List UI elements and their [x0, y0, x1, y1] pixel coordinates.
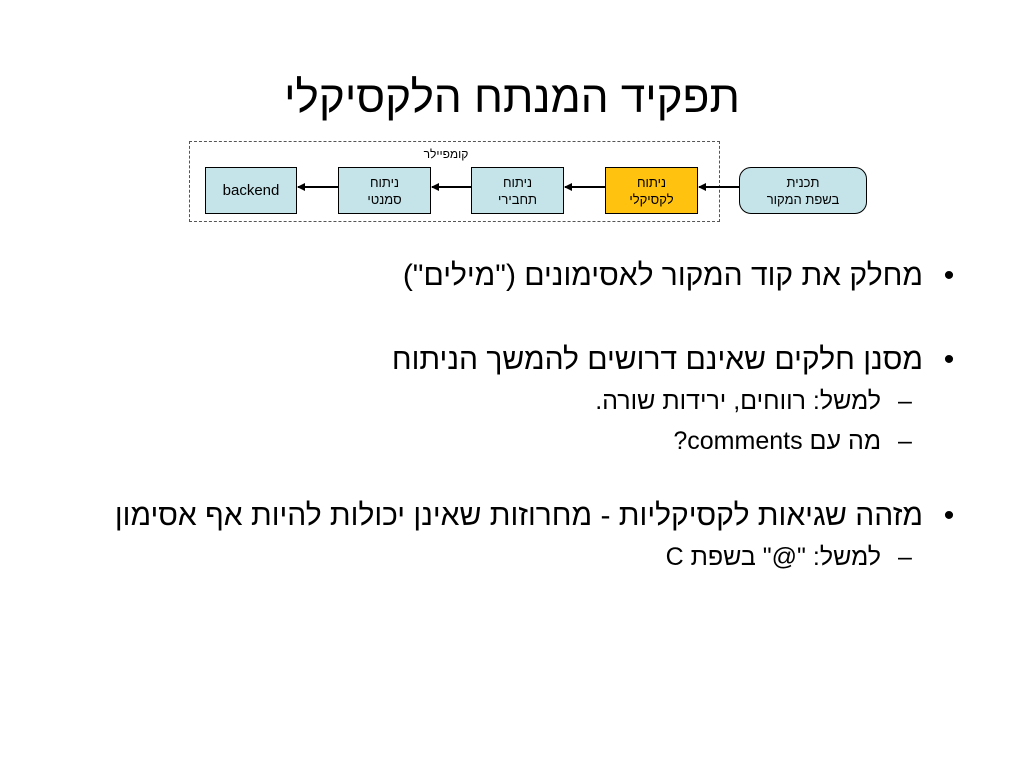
bullet-item: • מחלק את קוד המקור לאסימונים ("מילים")	[60, 258, 965, 294]
sub-bullet-text: למשל: רווחים, ירידות שורה.	[595, 387, 881, 415]
slide-title: תפקיד המנתח הלקסיקלי	[284, 73, 740, 122]
bullet-marker: •	[943, 499, 955, 532]
semantic-analysis-line1: ניתוח	[369, 174, 400, 190]
sub-bullet-marker: –	[898, 543, 912, 571]
semantic-analysis-box: ניתוח סמנטי	[338, 167, 431, 214]
bullet-text: מסנן חלקים שאינם דרושים להמשך הניתוח	[391, 343, 923, 376]
backend-box: backend	[205, 167, 297, 214]
bullet-text: מזהה שגיאות לקסיקליות - מחרוזות שאינן יכ…	[114, 499, 923, 532]
lexical-analysis-box: ניתוח לקסיקלי	[605, 167, 698, 214]
source-program-line2: בשפת המקור	[766, 191, 840, 207]
syntax-analysis-line1: ניתוח	[502, 174, 533, 190]
sub-bullet-item: – למשל: "@" בשפת C	[60, 540, 965, 574]
bullet-text: מחלק את קוד המקור לאסימונים ("מילים")	[402, 259, 923, 292]
syntax-analysis-box: ניתוח תחבירי	[471, 167, 564, 214]
source-program-box: תכנית בשפת המקור	[739, 167, 867, 214]
sub-bullet-marker: –	[898, 387, 912, 415]
compiler-frame	[189, 141, 720, 222]
bullet-list: • מחלק את קוד המקור לאסימונים ("מילים") …	[60, 258, 965, 574]
sub-bullet-text: מה עם comments?	[673, 427, 881, 455]
bullet-item: • מזהה שגיאות לקסיקליות - מחרוזות שאינן …	[60, 498, 965, 534]
sub-bullet-item: – מה עם comments?	[60, 424, 965, 458]
bullet-marker: •	[943, 259, 955, 292]
syntax-analysis-line2: תחבירי	[498, 191, 538, 207]
source-program-line1: תכנית	[786, 174, 820, 190]
backend-box-label: backend	[222, 182, 280, 199]
bullet-item: • מסנן חלקים שאינם דרושים להמשך הניתוח	[60, 342, 965, 378]
bullet-marker: •	[943, 343, 955, 376]
compiler-frame-label: קומפיילר	[423, 147, 469, 161]
sub-bullet-item: – למשל: רווחים, ירידות שורה.	[60, 384, 965, 418]
lexical-analysis-line1: ניתוח	[636, 174, 667, 190]
sub-bullet-text: למשל: "@" בשפת C	[665, 543, 881, 571]
sub-bullet-marker: –	[898, 427, 912, 455]
lexical-analysis-line2: לקסיקלי	[629, 191, 674, 207]
semantic-analysis-line2: סמנטי	[367, 191, 402, 207]
